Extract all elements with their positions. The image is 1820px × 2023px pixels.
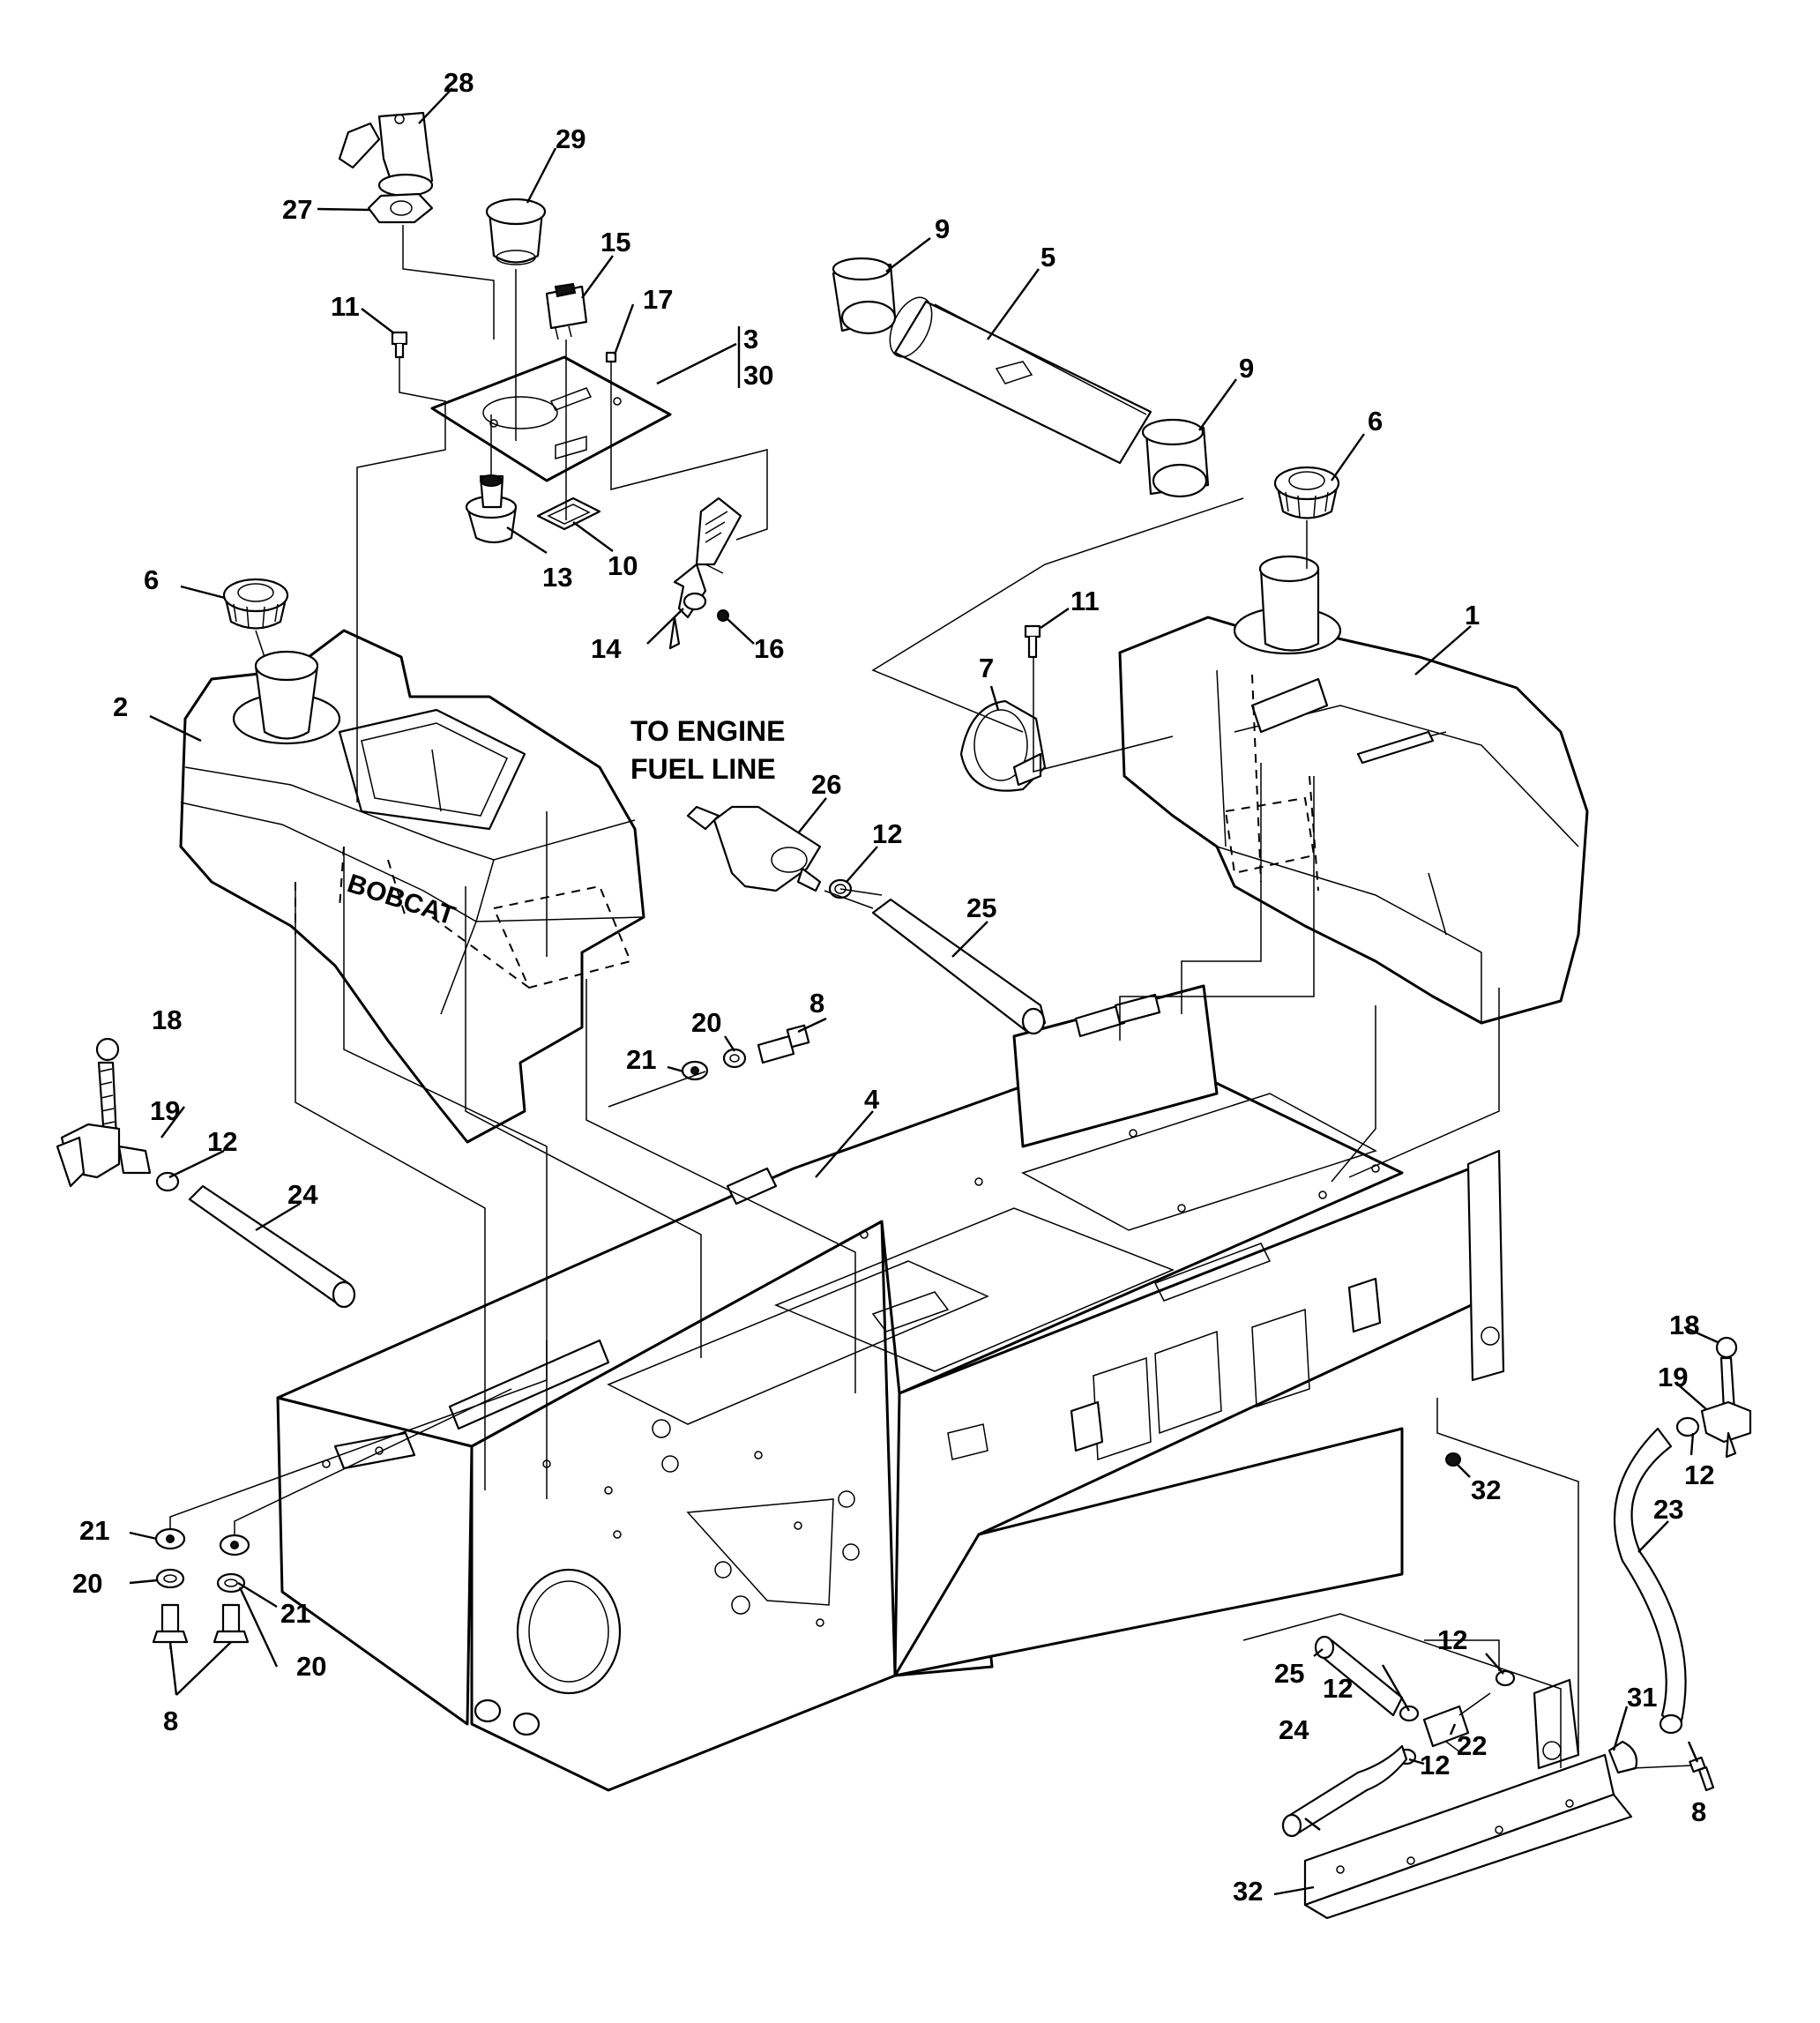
- callout-9-right: 9: [1239, 353, 1254, 384]
- fuel-cap-left: [222, 578, 289, 630]
- callout-12-upper: 12: [872, 818, 902, 849]
- callout-31: 31: [1627, 1682, 1657, 1713]
- callout-30: 30: [743, 360, 773, 391]
- throttle-lever: [668, 496, 742, 650]
- callout-8-lower-right: 8: [1691, 1796, 1706, 1827]
- callout-13: 13: [542, 562, 572, 593]
- callout-5: 5: [1041, 242, 1055, 272]
- gasket: [536, 496, 601, 531]
- callout-9-left: 9: [935, 213, 950, 244]
- callout-21-lower-left: 21: [79, 1515, 109, 1546]
- connector-lines: [169, 225, 1692, 1769]
- callout-22: 22: [1457, 1730, 1487, 1761]
- lower-right-assembly: [1281, 1635, 1715, 1920]
- callout-12-lower-c: 12: [1420, 1750, 1450, 1780]
- toggle-switch: [545, 282, 588, 340]
- left-fuel-tank: BOBCAT: [179, 629, 645, 1144]
- callout-32-upper: 32: [1471, 1474, 1501, 1505]
- callout-15: 15: [600, 227, 630, 258]
- callout-8-lower-left: 8: [163, 1706, 178, 1736]
- callout-23: 23: [1653, 1494, 1683, 1525]
- callout-16: 16: [754, 633, 784, 664]
- callout-10: 10: [608, 550, 638, 581]
- tube-assembly: [832, 257, 1210, 498]
- callout-14: 14: [591, 633, 622, 664]
- callout-19-right: 19: [1658, 1362, 1688, 1392]
- fuel-gauge: [485, 198, 547, 265]
- callout-20-upper: 20: [691, 1007, 721, 1038]
- callout-11-right: 11: [1070, 586, 1100, 616]
- callout-6-right: 6: [1368, 406, 1383, 437]
- callout-12-right: 12: [1684, 1459, 1714, 1490]
- callout-12-lower-a: 12: [1437, 1624, 1467, 1655]
- dash-plate: [430, 355, 672, 482]
- leader-lines: [129, 87, 1719, 1896]
- callout-24-upper: 24: [287, 1179, 318, 1210]
- lock-nut: [367, 192, 434, 224]
- callout-21-upper: 21: [626, 1044, 656, 1075]
- lower-left-hardware: [152, 1527, 250, 1644]
- callout-18-left: 18: [152, 1004, 182, 1035]
- callout-11: 11: [331, 291, 360, 322]
- callout-20-lower-left: 20: [72, 1568, 102, 1599]
- callout-27: 27: [282, 194, 312, 225]
- screw-17: [605, 351, 617, 375]
- bolt-11-top: [391, 331, 408, 359]
- callout-20-lower-right: 20: [296, 1651, 326, 1682]
- callout-26: 26: [811, 769, 841, 800]
- bolt-11-right: [1024, 624, 1041, 659]
- callout-1: 1: [1465, 600, 1480, 631]
- callout-17: 17: [643, 284, 673, 315]
- callout-19-left: 19: [150, 1095, 180, 1126]
- strap-clamp: [959, 699, 1047, 792]
- callout-25-lower: 25: [1274, 1658, 1304, 1689]
- callout-7: 7: [979, 653, 994, 683]
- callout-18-right: 18: [1669, 1310, 1699, 1340]
- callout-2: 2: [113, 691, 128, 722]
- callout-28: 28: [444, 67, 474, 98]
- ignition-switch: [465, 474, 518, 544]
- key-lock: [338, 111, 434, 198]
- right-valve-assembly: [1613, 1336, 1752, 1735]
- fuel-hose-25a: [871, 898, 1047, 1035]
- callout-6-left: 6: [144, 564, 159, 595]
- nut-32: [1445, 1452, 1461, 1467]
- nut-16: [717, 609, 729, 622]
- callout-4: 4: [864, 1084, 880, 1115]
- callout-8-upper: 8: [809, 988, 824, 1019]
- callout-12-lower-b: 12: [1323, 1673, 1353, 1704]
- left-valve-assembly: [56, 1037, 356, 1309]
- callout-3: 3: [743, 324, 758, 355]
- callout-25-upper: 25: [966, 892, 996, 923]
- right-fuel-tank: [1118, 555, 1589, 1025]
- callout-12-left: 12: [207, 1126, 237, 1157]
- callout-labels: 28 29 27 15 11 17 3 30 13 10 14 16 9 5 9…: [72, 67, 1714, 1907]
- fuel-filter: [686, 805, 822, 892]
- callout-29: 29: [556, 123, 586, 154]
- frame-assembly: [276, 984, 1505, 1792]
- note-line-1: TO ENGINE: [630, 715, 785, 747]
- note-line-2: FUEL LINE: [630, 753, 776, 785]
- callout-32-lower: 32: [1233, 1876, 1263, 1907]
- callout-21-lower-right: 21: [280, 1598, 310, 1629]
- callout-24-lower: 24: [1279, 1714, 1309, 1745]
- fuel-cap-right: [1273, 466, 1340, 519]
